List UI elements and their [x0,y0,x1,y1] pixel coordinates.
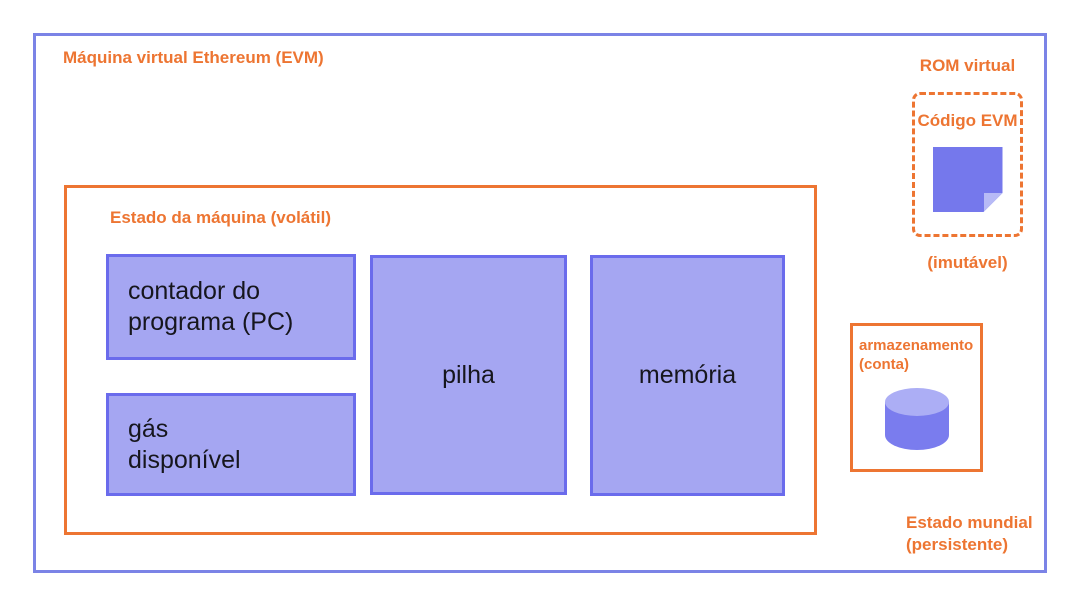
account-storage-label: armazenamento (conta) [859,336,980,374]
world-state-caption: Estado mundial (persistente) [906,512,1033,556]
evm-title: Máquina virtual Ethereum (EVM) [63,48,324,67]
database-cylinder-icon [884,388,949,450]
stack-label: pilha [442,360,495,389]
sticky-note-fold [983,193,1003,212]
machine-state-title: Estado da máquina (volátil) [110,208,332,227]
evm-code-box: Código EVM [912,92,1023,237]
program-counter-label-line1: contador do [128,277,261,305]
evm-container: Máquina virtual Ethereum (EVM) Estado da… [33,33,1047,573]
program-counter-label-line2: programa (PC) [128,308,294,336]
memory-label: memória [638,361,737,389]
sticky-note-icon [933,147,1003,212]
account-storage-label-line2: (conta) [859,356,909,373]
stack-box: pilha [370,255,567,495]
world-state-caption-line1: Estado mundial [906,513,1033,532]
memory-box: memória [590,255,785,496]
gas-available-label-line2: disponível [128,445,241,474]
gas-available-box: gás disponível [106,393,356,496]
database-cylinder-top [884,388,949,416]
account-storage-label-line1: armazenamento [859,337,974,354]
program-counter-box: contador do programa (PC) [106,254,356,360]
gas-available-label-line1: gás [128,414,169,443]
account-storage-box: armazenamento (conta) [850,323,983,472]
rom-virtual-title: ROM virtual [919,56,1016,75]
immutable-caption: (imutável) [927,253,1008,272]
machine-state-container: Estado da máquina (volátil) contador do … [64,185,817,535]
evm-code-label: Código EVM [917,111,1018,130]
world-state-caption-line2: (persistente) [906,535,1009,554]
